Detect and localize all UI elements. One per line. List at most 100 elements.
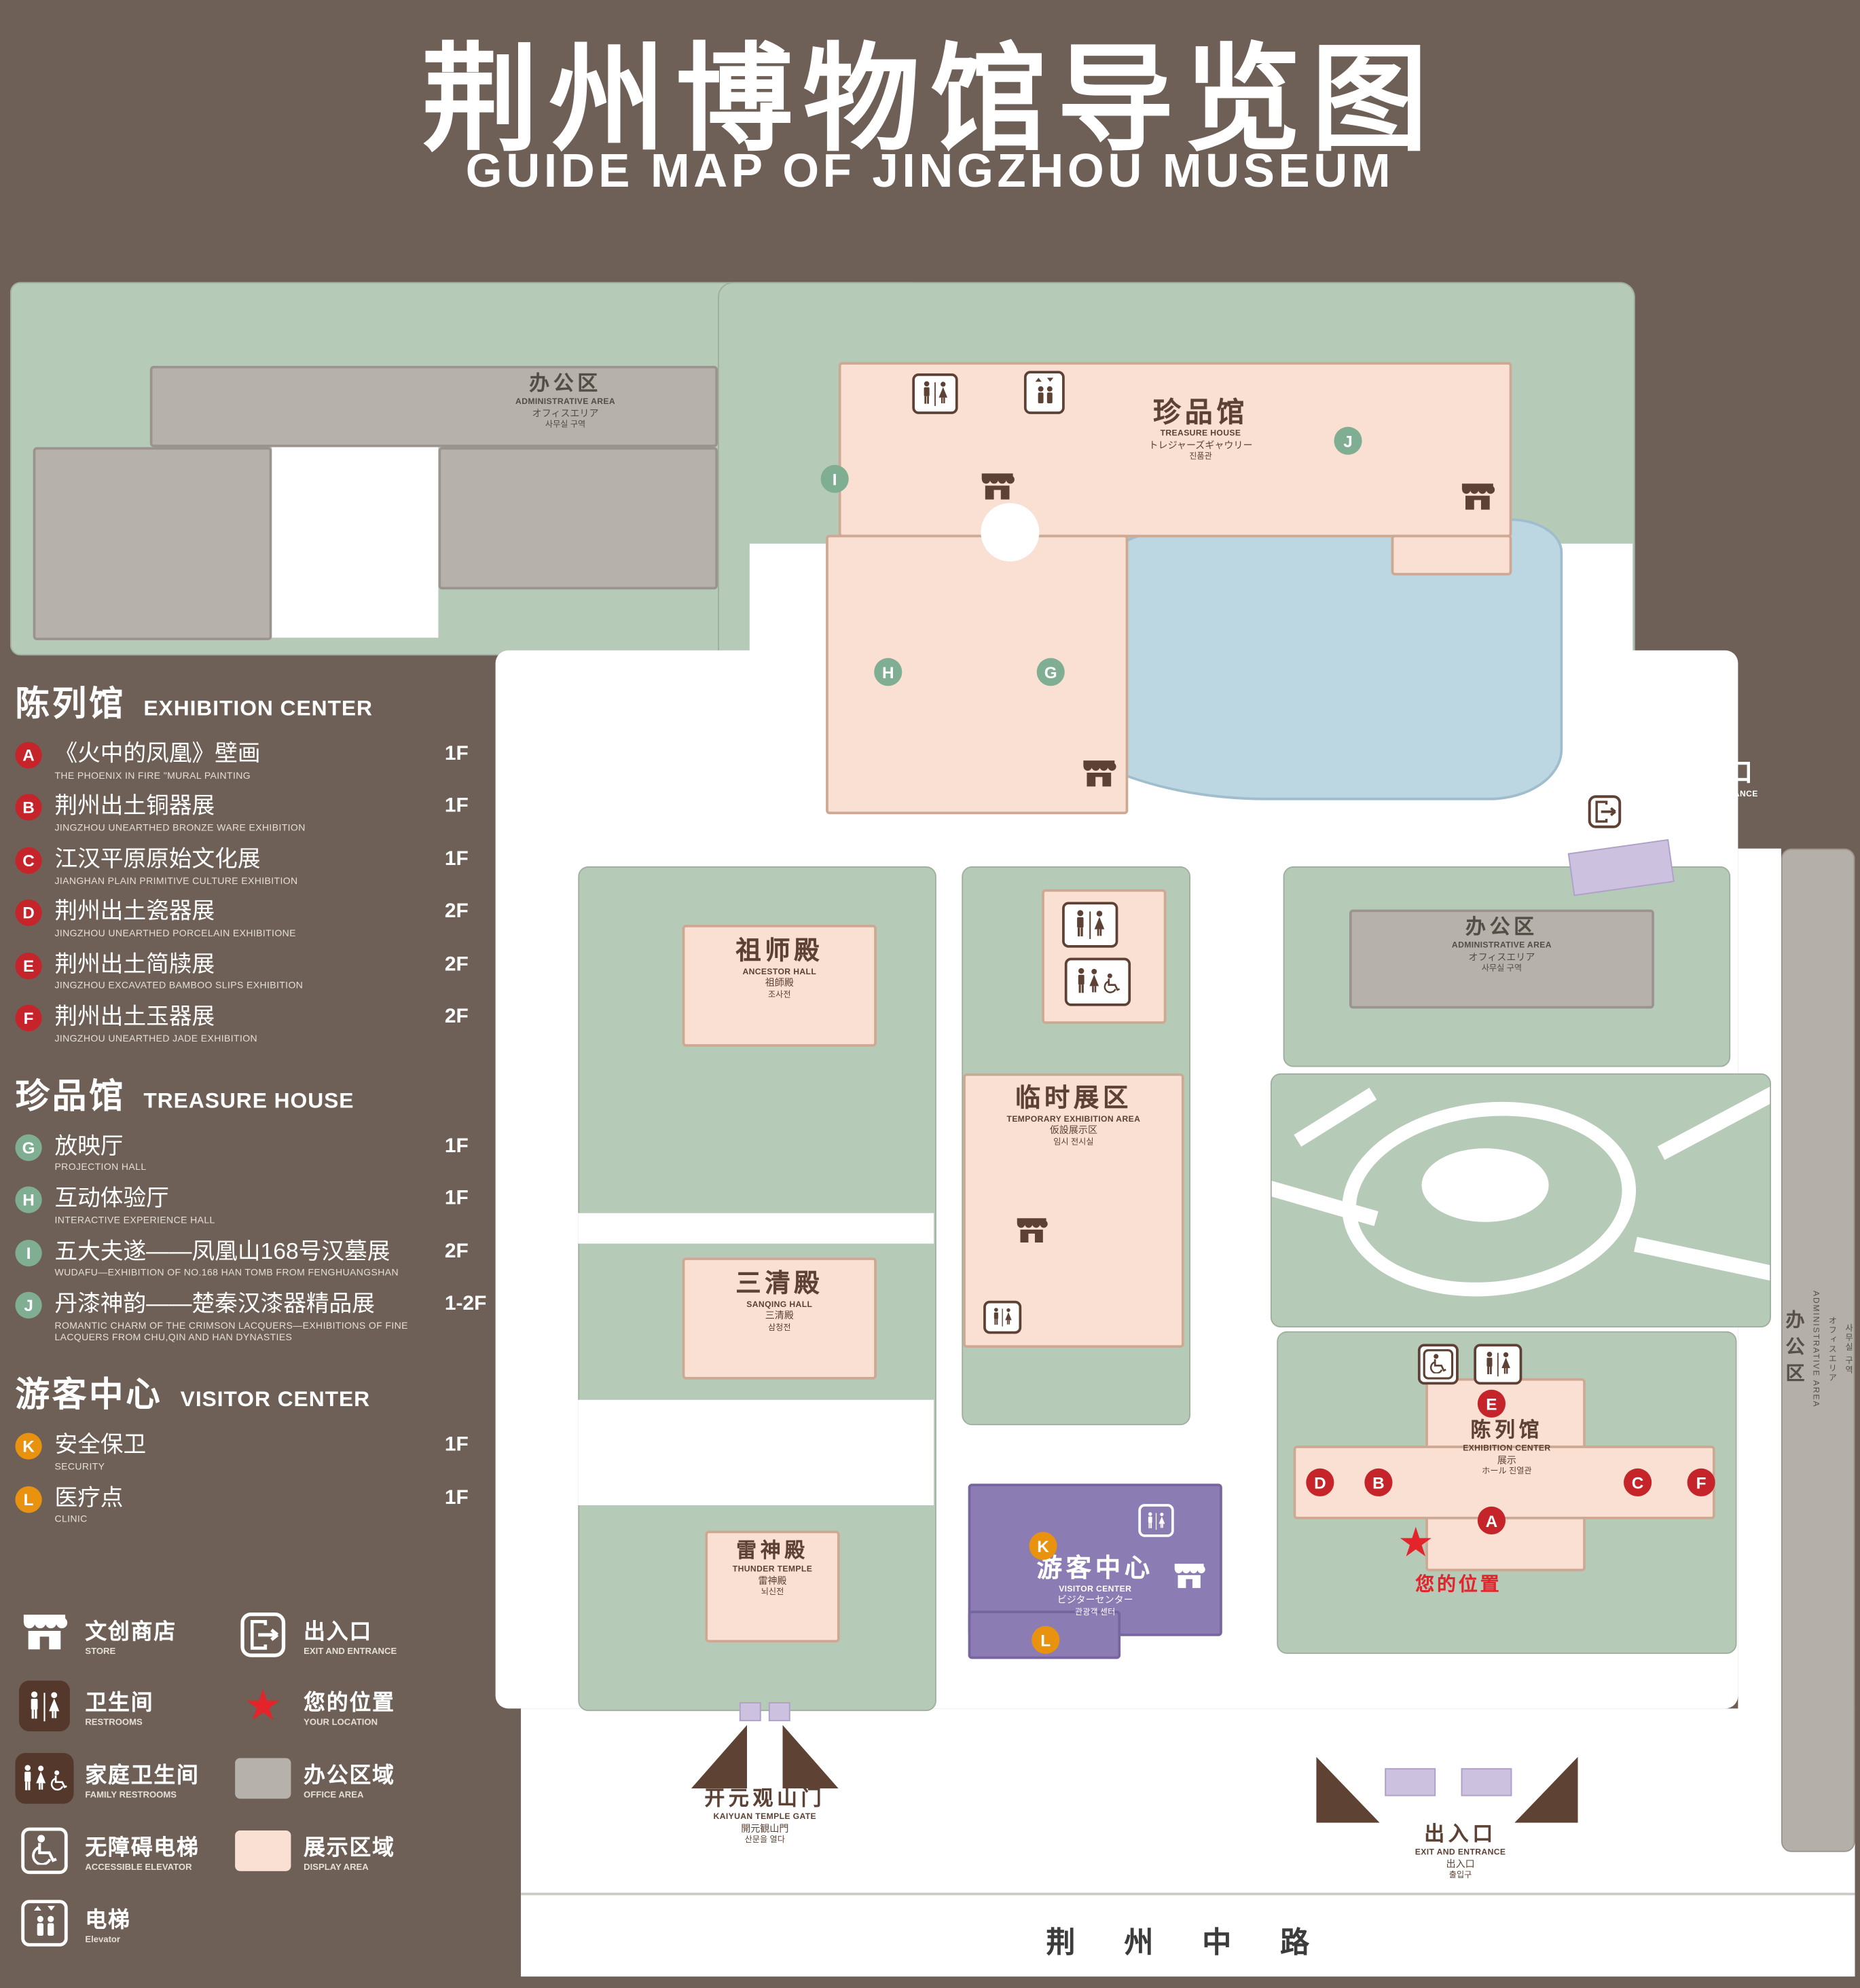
page-title: 荆州博物馆导览图: [422, 35, 1438, 166]
road: 荆 州 中 路: [521, 1892, 1855, 1977]
page-subtitle: GUIDE MAP OF JINGZHOU MUSEUM: [465, 145, 1395, 197]
exit-icon: [234, 1610, 292, 1659]
badge-e: E: [15, 952, 42, 979]
marker-l: L: [1032, 1625, 1060, 1654]
store-icon: [1459, 483, 1497, 516]
floor-label: 1F: [444, 1188, 469, 1210]
elevator-icon: [15, 1898, 73, 1949]
legend-section-exhibition-header: 陈列馆 EXHIBITION CENTER: [15, 684, 373, 723]
road-label: 荆 州 中 路: [1046, 1926, 1330, 1959]
exit-icon: [1586, 792, 1624, 830]
admin-nw-building-left: [33, 447, 272, 640]
floor-label: 1F: [444, 743, 469, 765]
marker-d: D: [1306, 1468, 1334, 1496]
floor-label: 2F: [444, 901, 469, 923]
garden-path-2: [1657, 1080, 1770, 1160]
accessible-elevator-icon: [15, 1825, 73, 1876]
south-exit-label: 出入口 EXIT AND ENTRANCE 出入口 출입구: [1415, 1824, 1506, 1881]
badge-a: A: [15, 741, 42, 769]
temporary-exhibition-label: 临时展区 TEMPORARY EXHIBITION AREA 仮設展示区 임시 …: [1006, 1084, 1141, 1147]
badge-h: H: [15, 1186, 42, 1213]
restroom-icon: [15, 1680, 73, 1732]
ne-exit-label: 出入口 EXIT AND ENTRANCE 出入口 출입구: [1667, 759, 1758, 822]
badge-b: B: [15, 794, 42, 822]
store-icon: [979, 473, 1017, 506]
floor-label: 1F: [444, 1487, 469, 1509]
garden-path-4: [1294, 1088, 1377, 1147]
thunder-temple-label: 雷神殿 THUNDER TEMPLE 雷神殿 뇌신전: [732, 1541, 813, 1598]
ancestor-hall-label: 祖师殿 ANCESTOR HALL 祖師殿 조사전: [735, 937, 824, 1000]
legend-section-treasure-header: 珍品馆 TREASURE HOUSE: [15, 1076, 354, 1115]
garden-block: [1270, 1073, 1772, 1328]
badge-c: C: [15, 847, 42, 874]
path-cut-2: [578, 1399, 934, 1506]
marker-e: E: [1477, 1389, 1506, 1418]
restroom-icon: [1062, 902, 1118, 948]
sanqing-hall-building: [682, 1257, 877, 1380]
thunder-temple-building: [705, 1530, 840, 1643]
elevator-icon: [1023, 371, 1065, 414]
marker-a: A: [1477, 1506, 1506, 1535]
marker-g: G: [1036, 658, 1065, 686]
restroom-icon: [912, 373, 958, 414]
sanqing-hall-label: 三清殿 SANQING HALL 三清殿 삼청전: [735, 1270, 824, 1333]
treasure-pond-inlet: [981, 502, 1040, 562]
legend-section-visitor-header: 游客中心 VISITOR CENTER: [15, 1376, 371, 1414]
treasure-house-building-step: [1391, 534, 1512, 576]
admin-mid-building: [1349, 909, 1654, 1009]
floor-label: 1F: [444, 796, 469, 817]
badge-k: K: [15, 1433, 42, 1460]
floor-label: 1F: [444, 1434, 469, 1456]
floor-label: 2F: [444, 1240, 469, 1262]
admin-nw-building-right: [438, 447, 718, 590]
family-restroom-icon: [15, 1752, 74, 1804]
restroom-icon: [1138, 1504, 1174, 1537]
your-location-star-icon: ★: [1397, 1519, 1434, 1565]
badge-j: J: [15, 1291, 42, 1319]
admin-nw-courtyard: [272, 447, 439, 638]
floor-label: 1-2F: [444, 1293, 487, 1315]
garden-path-3: [1634, 1236, 1770, 1284]
gate-pad-right: [768, 1702, 790, 1722]
visitor-center-label: 游客中心 VISITOR CENTER ビジターセンター 관광객 센터: [1036, 1554, 1154, 1617]
restroom-icon: [1474, 1344, 1522, 1385]
store-icon: [1080, 760, 1118, 793]
store-icon: [1014, 1217, 1049, 1249]
badge-g: G: [15, 1134, 42, 1161]
admin-nw-label: 办公区 ADMINISTRATIVE AREA オフィスエリア 사무실 구역: [515, 373, 616, 430]
store-icon: [15, 1613, 73, 1657]
south-exit-pad-right: [1461, 1768, 1512, 1797]
marker-c: C: [1624, 1468, 1652, 1496]
floor-label: 1F: [444, 848, 469, 870]
admin-nw-building-bar: [149, 365, 718, 447]
treasure-house-label: 珍品馆 TREASURE HOUSE トレジャーズギャウリー 진품관: [1148, 396, 1253, 462]
marker-f: F: [1687, 1468, 1715, 1496]
admin-mid-label: 办公区 ADMINISTRATIVE AREA オフィスエリア 사무실 구역: [1451, 917, 1552, 974]
restroom-icon: [983, 1300, 1022, 1334]
accessible-elevator-icon: [1417, 1344, 1459, 1385]
display-area-swatch: [234, 1830, 292, 1871]
marker-j: J: [1334, 426, 1362, 455]
south-exit-pad-left: [1385, 1768, 1436, 1797]
garden-pond: [1421, 1148, 1549, 1222]
admin-east-label: 办公区 ADMINISTRATIVE AREA オフィスエリア 사무실 구역: [1783, 1290, 1852, 1408]
marker-b: B: [1364, 1468, 1393, 1496]
gate-pad-left: [739, 1702, 761, 1722]
